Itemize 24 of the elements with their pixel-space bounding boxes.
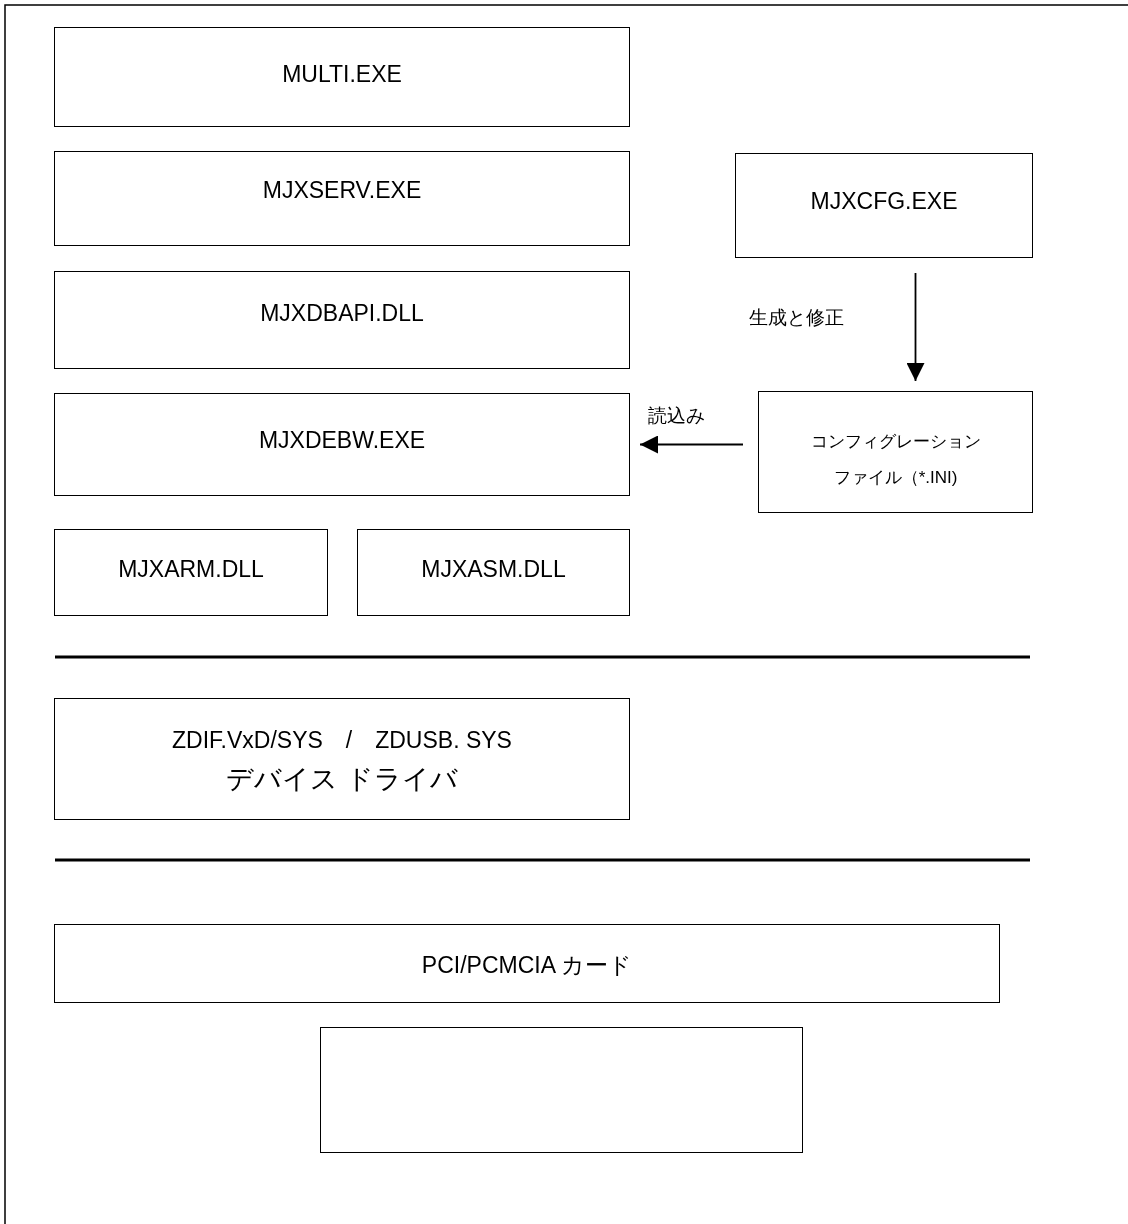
component-box bbox=[54, 924, 1000, 1003]
component-box bbox=[54, 698, 630, 820]
box-label: MJXDEBW.EXE bbox=[257, 427, 427, 454]
box-label: MJXDBAPI.DLL bbox=[259, 300, 425, 327]
component-box bbox=[735, 153, 1033, 258]
box-label: MULTI.EXE bbox=[281, 61, 403, 88]
box-label: ZDIF.VxD/SYS / ZDUSB. SYS bbox=[171, 726, 513, 755]
empty-box bbox=[320, 1027, 803, 1153]
component-box bbox=[758, 391, 1033, 513]
component-box bbox=[54, 393, 630, 496]
arrow bbox=[639, 435, 744, 454]
box-label: PCI/PCMCIA カード bbox=[420, 951, 634, 980]
box-label: MJXCFG.EXE bbox=[809, 188, 959, 215]
component-box bbox=[54, 529, 328, 616]
box-sublabel: デバイス ドライバ bbox=[225, 762, 459, 796]
box-label: MJXARM.DLL bbox=[117, 556, 265, 583]
box-label: MJXASM.DLL bbox=[420, 556, 567, 583]
component-box bbox=[54, 27, 630, 127]
arrow bbox=[906, 272, 925, 382]
box-label: コンフィグレーションファイル（*.INI) bbox=[809, 431, 982, 489]
box-label: MJXSERV.EXE bbox=[261, 177, 423, 204]
component-box bbox=[54, 151, 630, 246]
component-box bbox=[54, 271, 630, 369]
component-box bbox=[357, 529, 630, 616]
